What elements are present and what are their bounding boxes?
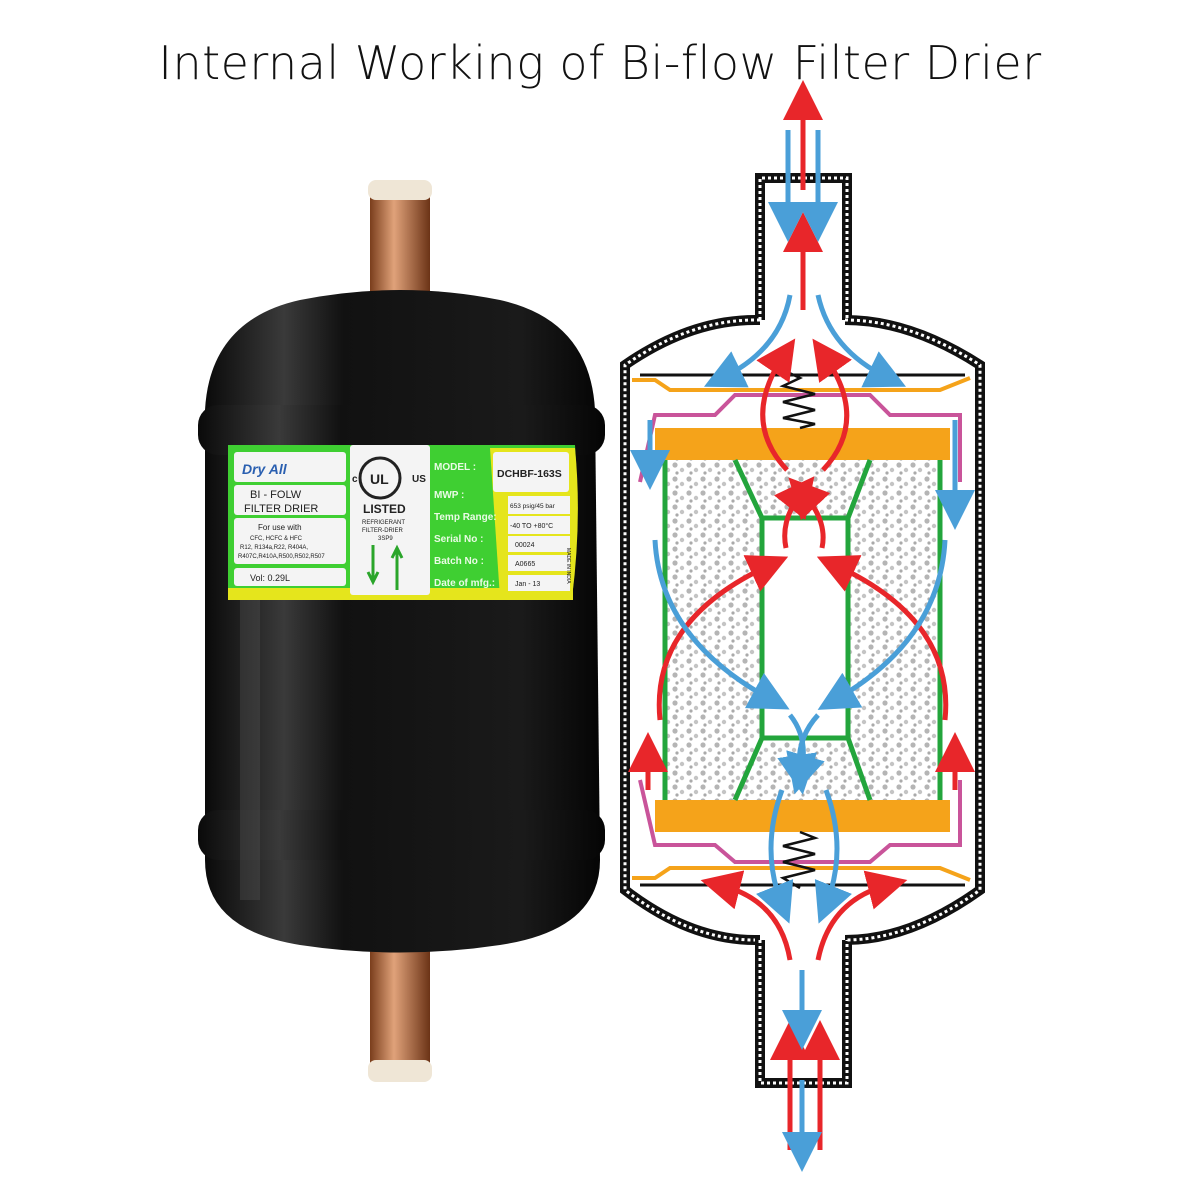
inlet-flow-arrows xyxy=(630,130,975,1172)
bottom-filter-plate xyxy=(655,800,950,832)
label-mwp-value: 653 psig/45 bar xyxy=(510,503,556,510)
bottom-seal xyxy=(638,779,962,864)
bottom-spring xyxy=(779,830,820,890)
label-use-1: For use with xyxy=(258,523,302,532)
top-filter-plate xyxy=(655,428,950,460)
label-use-2: CFC, HCFC & HFC xyxy=(250,536,303,542)
label-batch-label: Batch No : xyxy=(434,556,484,567)
label-model-value: DCHBF-163S xyxy=(497,468,562,480)
label-model-label: MODEL : xyxy=(434,462,476,473)
label-batch-value: A0665 xyxy=(515,561,535,568)
label-use-4: R407C,R410A,R500,R502,R507 xyxy=(238,554,325,560)
label-use-3: R12, R134a,R22, R404A, xyxy=(240,545,308,551)
label-ul-mark: UL xyxy=(370,471,389,487)
label-serial-label: Serial No : xyxy=(434,534,483,545)
product-label xyxy=(228,445,578,600)
label-ul-line2: FILTER-DRIER xyxy=(362,528,404,534)
label-serial-value: 00024 xyxy=(515,542,535,549)
top-seal xyxy=(638,393,962,483)
label-ul-line3: 3SP9 xyxy=(378,536,393,542)
label-date-value: Jan - 13 xyxy=(515,581,540,588)
page-title: Internal Working of Bi-flow Filter Drier xyxy=(158,36,1042,90)
label-brand: Dry All xyxy=(242,461,288,477)
top-spring xyxy=(779,368,816,430)
label-ul-listed: LISTED xyxy=(363,502,406,516)
label-temp-value: -40 TO +80°C xyxy=(510,522,553,530)
bottom-copper-pipe xyxy=(370,930,430,1070)
label-product-2: FILTER DRIER xyxy=(244,503,318,515)
label-date-label: Date of mfg.: xyxy=(434,578,495,589)
label-product-1: BI - FOLW xyxy=(250,489,302,501)
label-volume: Vol: 0.29L xyxy=(250,573,290,583)
label-ul-us: US xyxy=(412,474,426,485)
green-core xyxy=(662,458,943,801)
label-ul-c: c xyxy=(352,474,358,485)
label-temp-label: Temp Range: xyxy=(434,512,497,523)
label-made-in: MADE IN INDIA xyxy=(565,548,571,584)
label-ul-line1: REFRIGERANT xyxy=(362,520,405,526)
label-mwp-label: MWP : xyxy=(434,490,464,501)
